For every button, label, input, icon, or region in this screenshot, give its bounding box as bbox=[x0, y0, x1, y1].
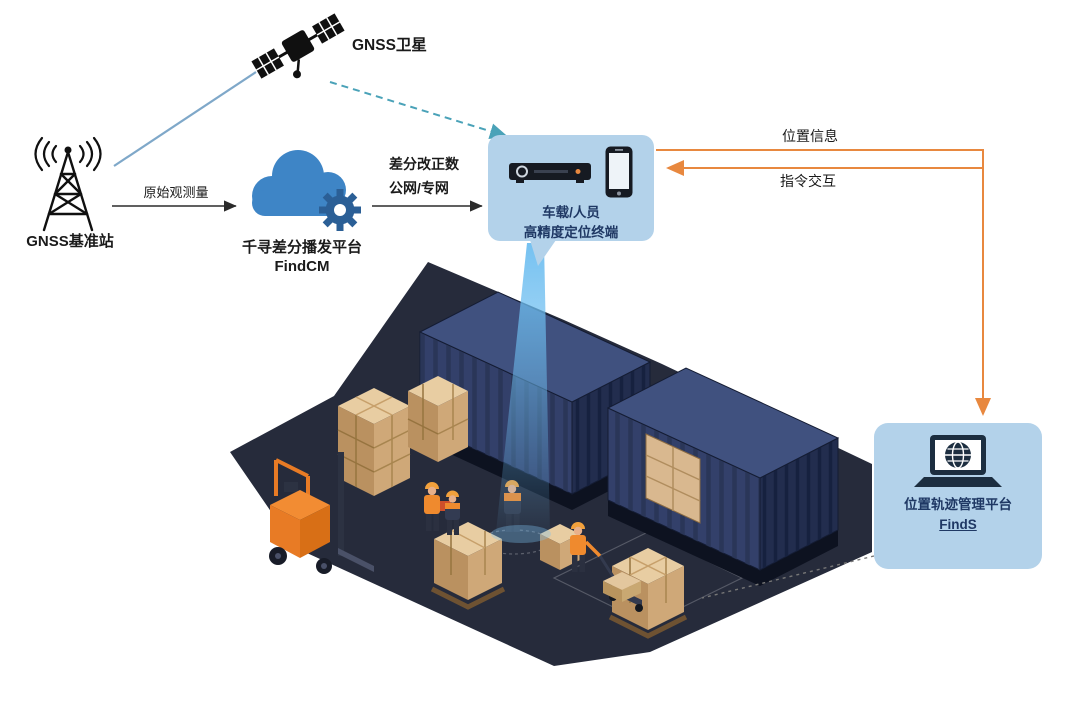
management-platform-title: 位置轨迹管理平台 bbox=[904, 497, 1012, 512]
worker-figure bbox=[424, 482, 451, 531]
correction-label-line1: 差分改正数 bbox=[389, 156, 459, 172]
management-platform-panel: 位置轨迹管理平台 FindS bbox=[874, 423, 1042, 569]
carton-stack bbox=[337, 388, 411, 496]
gear-icon bbox=[319, 189, 361, 231]
smartphone-icon bbox=[605, 146, 633, 198]
terminal-label-line2: 高精度定位终端 bbox=[523, 224, 619, 240]
arrow-position-info bbox=[656, 149, 991, 416]
receiver-icon bbox=[509, 163, 591, 183]
links bbox=[112, 71, 991, 416]
terminal-panel: 车载/人员 高精度定位终端 bbox=[488, 135, 654, 241]
positioning-beam bbox=[491, 243, 551, 543]
cloud-platform-title: 千寻差分播发平台 bbox=[241, 239, 362, 256]
raw-observation-label: 原始观测量 bbox=[143, 185, 209, 200]
base-station-icon bbox=[26, 136, 110, 240]
management-platform-subtitle: FindS bbox=[939, 516, 977, 532]
cloud-gear-icon bbox=[236, 140, 368, 236]
warehouse-scene bbox=[230, 240, 875, 666]
forklift-icon bbox=[269, 452, 374, 574]
laptop-globe-icon bbox=[914, 435, 1002, 487]
base-station-label: GNSS基准站 bbox=[26, 233, 114, 250]
management-pointer-line bbox=[701, 555, 875, 599]
link-satellite-basestation bbox=[113, 71, 257, 167]
terminal-label-line1: 车载/人员 bbox=[542, 205, 600, 220]
pallet-jack-worker bbox=[570, 522, 643, 612]
carton-pallet bbox=[430, 522, 506, 610]
satellite-label: GNSS卫星 bbox=[352, 37, 427, 54]
correction-label-line2: 公网/专网 bbox=[389, 180, 449, 196]
terminal-icons bbox=[508, 145, 634, 199]
carton-pallet bbox=[608, 548, 688, 639]
terminal-callout-pointer bbox=[530, 240, 556, 266]
satellite-icon bbox=[248, 6, 348, 84]
cloud-platform-subtitle: FindCM bbox=[274, 258, 330, 275]
link-satellite-terminal bbox=[329, 81, 508, 139]
container-2 bbox=[606, 367, 840, 586]
worker-figure bbox=[445, 490, 460, 535]
carton-stack bbox=[407, 376, 469, 462]
position-info-label: 位置信息 bbox=[782, 128, 838, 144]
command-exchange-label: 指令交互 bbox=[780, 173, 836, 189]
